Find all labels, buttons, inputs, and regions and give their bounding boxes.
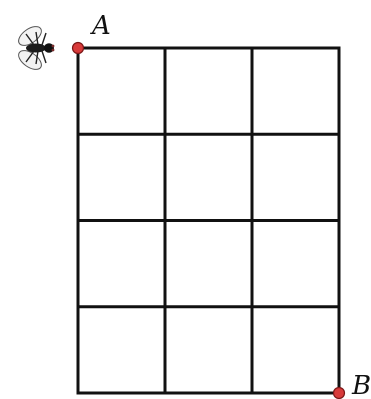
point-a-marker (73, 43, 84, 54)
point-b-marker (334, 388, 345, 399)
grid-lines (78, 48, 339, 393)
fly-icon (15, 23, 54, 73)
point-b-label: B (351, 371, 371, 399)
point-a-label: A (90, 11, 111, 41)
